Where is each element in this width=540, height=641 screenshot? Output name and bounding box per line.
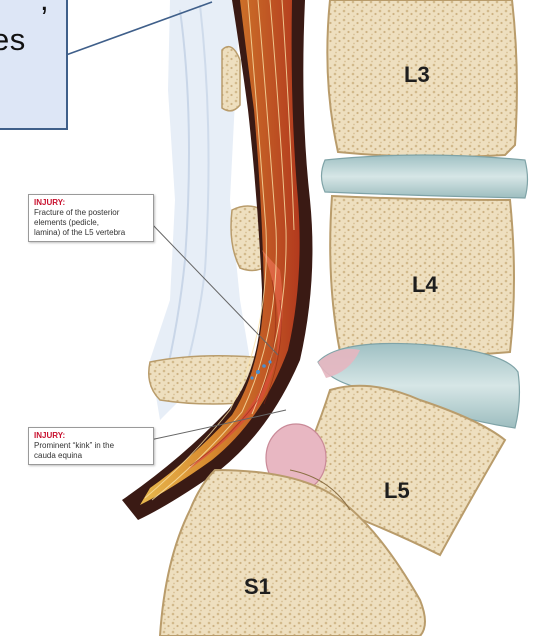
callout-line: cauda equina	[34, 451, 148, 461]
label-s1: S1	[244, 574, 271, 599]
disc-l3-l4	[322, 155, 528, 198]
callout-line: elements (pedicle,	[34, 218, 148, 228]
callout-line: Fracture of the posterior	[34, 208, 148, 218]
note-box: es	[0, 0, 68, 130]
callout-heading: INJURY:	[34, 198, 148, 208]
note-top-fragment: ,	[40, 0, 49, 18]
label-l5: L5	[384, 478, 410, 503]
injury-callout-fracture: INJURY: Fracture of the posterior elemen…	[28, 194, 154, 242]
callout-heading: INJURY:	[34, 431, 148, 441]
posterior-process-upper	[222, 47, 240, 111]
callout-line: lamina) of the L5 vertebra	[34, 228, 148, 238]
label-l4: L4	[412, 272, 438, 297]
note-text: es	[0, 22, 26, 58]
callout-line: Prominent “kink” in the	[34, 441, 148, 451]
label-l3: L3	[404, 62, 430, 87]
injury-callout-kink: INJURY: Prominent “kink” in the cauda eq…	[28, 427, 154, 465]
